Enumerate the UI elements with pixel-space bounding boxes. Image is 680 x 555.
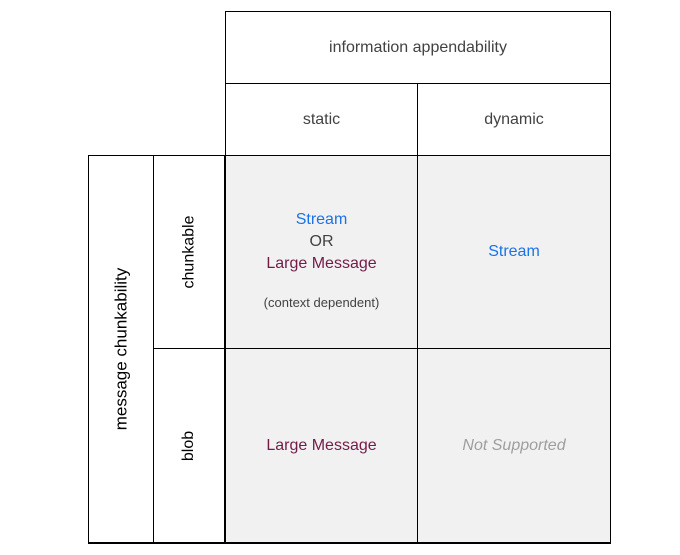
column-label-static: static xyxy=(226,84,417,155)
stream-option-label: Stream xyxy=(295,210,348,228)
column-axis-table: information appendability static dynamic xyxy=(225,11,611,156)
row-axis-title-text: message chunkability xyxy=(111,267,130,431)
row-axis-table: message chunkability chunkable blob xyxy=(88,155,226,544)
row-label-blob: blob xyxy=(154,349,224,542)
cell-blob-dynamic: Not Supported xyxy=(418,349,610,542)
row-label-chunkable-text: chunkable xyxy=(180,215,198,289)
row-label-blob-text: blob xyxy=(180,430,197,461)
row-label-chunkable: chunkable xyxy=(154,156,224,348)
column-label-dynamic: dynamic xyxy=(418,84,610,155)
large-message-option-label: Large Message xyxy=(266,254,377,272)
or-separator-label: OR xyxy=(309,232,334,250)
cell-chunkable-dynamic: Stream xyxy=(418,156,610,348)
matrix-cells: Stream OR Large Message (context depende… xyxy=(225,155,611,544)
column-axis-title: information appendability xyxy=(226,12,610,83)
cell-chunkable-static: Stream OR Large Message (context depende… xyxy=(226,156,417,348)
context-dependent-note: (context dependent) xyxy=(263,294,380,310)
row-axis-title: message chunkability xyxy=(89,156,153,542)
cell-blob-static: Large Message xyxy=(226,349,417,542)
